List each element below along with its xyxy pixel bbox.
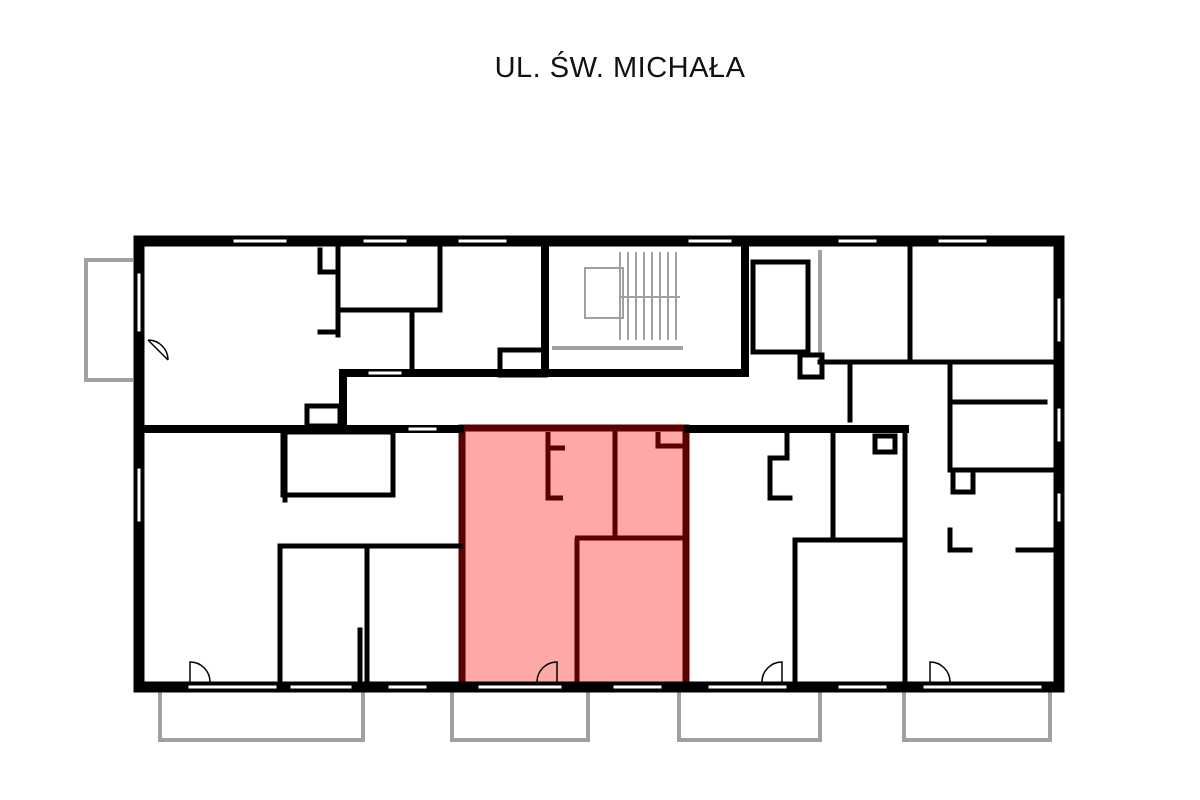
- balcony-west: [84, 258, 133, 382]
- door-icon: [147, 339, 169, 361]
- walls: [133, 235, 1065, 693]
- balcony-4: [902, 692, 1052, 742]
- doors: [147, 339, 951, 683]
- highlighted-apartment[interactable]: [458, 424, 690, 692]
- balcony-3: [677, 692, 822, 742]
- balconies: [84, 258, 1052, 742]
- outer-wall: [133, 235, 1065, 693]
- door-icon: [189, 661, 211, 683]
- balcony-2: [450, 692, 590, 742]
- door-icon: [536, 661, 558, 683]
- door-icon: [929, 661, 951, 683]
- street-label: UL. ŚW. MICHAŁA: [494, 52, 746, 84]
- door-icon: [761, 661, 783, 683]
- balcony-1: [158, 692, 365, 742]
- staircase: [552, 250, 845, 433]
- apartment-area[interactable]: [458, 424, 690, 692]
